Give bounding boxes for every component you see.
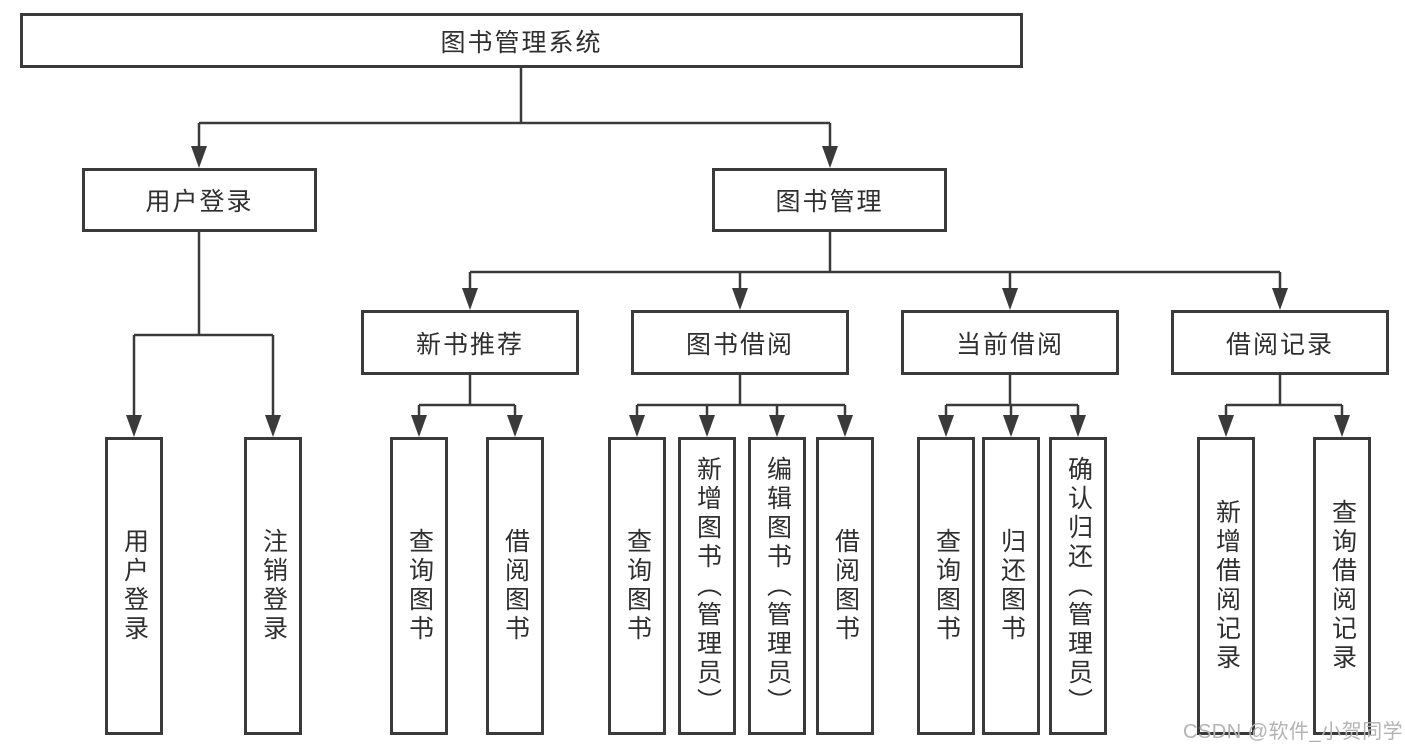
leaf-records-query-record: 查询借阅记录 [1313,437,1371,735]
leaf-borrow-query-books: 查询图书 [608,437,666,735]
leaf-borrow-edit-books-admin: 编辑图书（管理员） [748,437,806,735]
node-new-book-recommend: 新书推荐 [361,310,579,375]
leaf-logout: 注销登录 [244,437,302,735]
node-book-borrow-label: 图书借阅 [685,330,794,359]
leaf-current-return-books: 归还图书 [982,437,1040,735]
node-borrow-records: 借阅记录 [1171,310,1389,375]
leaf-records-add-record-label: 新增借阅记录 [1212,499,1241,673]
node-user-login-branch-label: 用户登录 [145,188,254,216]
node-new-book-recommend-label: 新书推荐 [415,330,524,359]
leaf-current-query-books-label: 查询图书 [932,528,961,644]
leaf-current-return-books-label: 归还图书 [997,528,1026,644]
leaf-user-login-label: 用户登录 [120,528,149,644]
node-book-management-branch: 图书管理 [712,168,947,232]
node-current-borrow-label: 当前借阅 [955,330,1064,359]
node-system-root: 图书管理系统 [20,13,1023,68]
leaf-newbook-borrow-books-label: 借阅图书 [501,528,530,644]
leaf-borrow-query-books-label: 查询图书 [623,528,652,644]
leaf-borrow-borrow-books-label: 借阅图书 [831,528,860,644]
leaf-newbook-query-books-label: 查询图书 [405,528,434,644]
leaf-borrow-add-books-admin-label: 新增图书（管理员） [693,455,722,717]
leaf-borrow-add-books-admin: 新增图书（管理员） [678,437,736,735]
node-book-borrow: 图书借阅 [631,310,849,375]
leaf-borrow-borrow-books: 借阅图书 [816,437,874,735]
leaf-newbook-query-books: 查询图书 [390,437,448,735]
leaf-logout-label: 注销登录 [259,528,288,644]
node-borrow-records-label: 借阅记录 [1225,330,1334,359]
leaf-user-login: 用户登录 [105,437,163,735]
node-book-management-branch-label: 图书管理 [775,188,884,216]
leaf-records-add-record: 新增借阅记录 [1197,437,1255,735]
node-current-borrow: 当前借阅 [901,310,1119,375]
leaf-newbook-borrow-books: 借阅图书 [486,437,544,735]
leaf-current-query-books: 查询图书 [917,437,975,735]
node-user-login-branch: 用户登录 [82,168,317,232]
leaf-current-confirm-return-admin-label: 确认归还（管理员） [1064,455,1093,717]
leaf-current-confirm-return-admin: 确认归还（管理员） [1049,437,1107,735]
leaf-borrow-edit-books-admin-label: 编辑图书（管理员） [763,455,792,717]
leaf-records-query-record-label: 查询借阅记录 [1328,499,1357,673]
csdn-watermark: CSDN @软件_小贺同学 [1183,721,1404,743]
node-system-root-label: 图书管理系统 [440,28,603,57]
